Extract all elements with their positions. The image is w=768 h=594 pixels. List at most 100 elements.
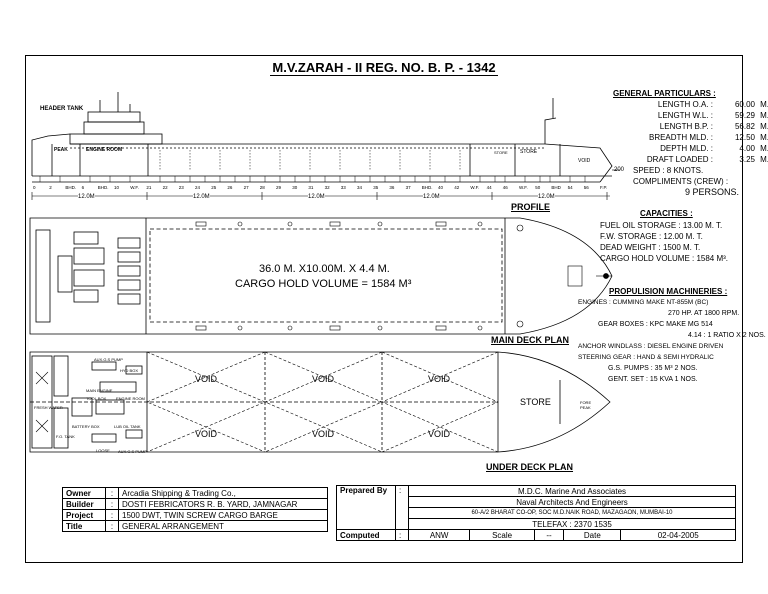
profile-title: PROFILE [511,202,551,212]
gp-value: 12.50 [734,133,755,142]
under-deck-item-label: MAIN ENGINE [86,388,113,393]
propulsion-heading: PROPULISION MACHINERIES : [609,287,728,296]
title-block-row: Builder:DOSTI FEBRICATORS R. B. YARD, JA… [62,498,328,510]
speed-text: SPEED : 8 KNOTS. [633,166,704,175]
dim-1: 12.0M [78,192,95,202]
offset-label: 200 [614,167,625,173]
propulsion-row: ANCHOR WINDLASS : DIESEL ENGINE DRIVEN [578,343,724,350]
gp-unit: M. [760,122,768,131]
frame-mark: 40 [438,185,444,190]
under-deck-item-label: ENGINE ROOM [116,396,145,401]
under-deck-item-label: LUB OIL TANK [114,424,141,429]
under-deck-item-label: HYD BOX [120,368,139,373]
frame-mark: 35 [373,185,379,190]
gp-value: 56.82 [734,122,755,131]
computed-by: ANW [407,529,471,541]
gp-unit: M. [760,155,768,164]
void-label-3: VOID [428,374,451,384]
title-block-colon: : [105,498,119,510]
title-block-key: Title [62,520,106,532]
store-mark: STORE [494,150,508,155]
title-block-value: GENERAL ARRANGEMENT [118,520,328,532]
frame-mark: 25 [211,185,217,190]
void-label-5: VOID [312,429,335,439]
drawing-frame [25,55,743,563]
general-particulars: GENERAL PARTICULARS : LENGTH O.A. :60.00… [613,88,768,198]
peak-label: PEAK [54,147,68,153]
gp-value: 60.00 [734,100,755,109]
frame-mark: 37 [405,185,411,190]
hold-dimensions: 36.0 M. X10.00M. X 4.4 M. [259,263,390,275]
capacities-list: FUEL OIL STORAGE : 13.00 M. T.F.W. STORA… [600,220,728,264]
frame-mark: 50 [535,185,541,190]
propulsion-row: STEERING GEAR : HAND & SEMI HYDRALIC [578,354,714,361]
main-deck-view [29,217,613,335]
frame-mark: 21 [146,185,152,190]
propulsion-row: 270 HP. AT 1800 RPM. [668,310,740,317]
under-deck-item-label: FRESH WATER [34,405,63,410]
capacity-row: F.W. STORAGE : 12.00 M. T. [600,232,703,241]
gp-unit: M. [760,133,768,142]
void-label-6: VOID [428,429,451,439]
frame-mark: 22 [162,185,168,190]
date-label: Date [563,529,622,541]
under-deck-item-label: TOOL BOX [86,396,107,401]
date-value: 02-04-2005 [620,529,736,541]
computed-label: Computed [336,529,396,541]
frame-mark: W.F. [130,185,139,190]
gp-row: LENGTH O.A. :60.00M. [613,99,768,110]
title-block-row: Title:GENERAL ARRANGEMENT [62,520,328,532]
frame-mark: 27 [243,185,249,190]
title-block-value: 1500 DWT, TWIN SCREW CARGO BARGE [118,509,328,521]
persons-text: 9 PERSONS. [684,187,739,197]
under-deck-item-label: AUX.G.S PUMP [118,449,147,454]
title-block-key: Owner [62,487,106,499]
frame-mark: 30 [292,185,298,190]
frame-mark: 23 [178,185,184,190]
gp-unit: M. [760,144,768,153]
firm-name: M.D.C. Marine And Associates [408,485,736,497]
title-block-colon: : [105,487,119,499]
void-label-4: VOID [195,429,218,439]
frame-mark: 6 [81,185,85,190]
frame-mark: 42 [454,185,460,190]
under-deck-item-label: AUX.G.S PUMP [94,357,123,362]
capacity-row: CARGO HOLD VOLUME : 1584 M³. [600,254,729,263]
title-block-left: Owner:Arcadia Shipping & Trading Co.,Bui… [62,487,328,532]
gp-row: LENGTH B.P. : 56.82 M. [613,121,768,132]
firm-address: 60-A/2 BHARAT CO-OP, SOC M.D.NAIK ROAD, … [408,507,736,519]
frame-mark: 32 [324,185,330,190]
profile-void-label: VOID [578,158,591,164]
frame-mark: 44 [486,185,492,190]
under-deck-view [29,351,611,453]
frame-mark: BHD. [97,185,109,190]
gp-label: DEPTH MLD. : [660,144,713,153]
frame-mark: F.P. [600,185,608,190]
propulsion-list: ENGINES : CUMMING MAKE NT-855M (BC) 270 H… [578,297,766,385]
gp-label: LENGTH B.P. : [659,122,713,131]
drawing-title: M.V.ZARAH - II REG. NO. B. P. - 1342 [270,60,498,76]
gp-row: BREADTH MLD. :12.50M. [613,132,768,143]
gp-label: DRAFT LOADED : [646,155,713,164]
void-label-1: VOID [195,374,218,384]
void-label-2: VOID [312,374,335,384]
main-deck-title: MAIN DECK PLAN [491,335,569,345]
gp-row: DRAFT LOADED : 3.25 M. [613,154,768,165]
propulsion-row: GEAR BOXES : KPC MAKE MG 514 [598,321,713,328]
prepared-by-label: Prepared By [336,485,396,530]
gp-label: LENGTH O.A. : [657,100,713,109]
profile-store-label: STORE [520,149,538,155]
frame-mark: 2 [49,185,52,190]
propulsion-row: ENGINES : CUMMING MAKE NT-855M (BC) [578,299,709,306]
frame-mark: 24 [195,185,201,190]
title-block-colon: : [105,509,119,521]
dim-2: 12.0M [193,192,210,202]
title-block-colon: : [105,520,119,532]
scale-label: Scale [469,529,535,541]
gp-unit: M. [760,111,768,120]
frame-mark: 28 [259,185,265,190]
frame-mark: 46 [502,185,508,190]
gp-value: 3.25 [739,155,755,164]
frame-mark: 34 [357,185,363,190]
